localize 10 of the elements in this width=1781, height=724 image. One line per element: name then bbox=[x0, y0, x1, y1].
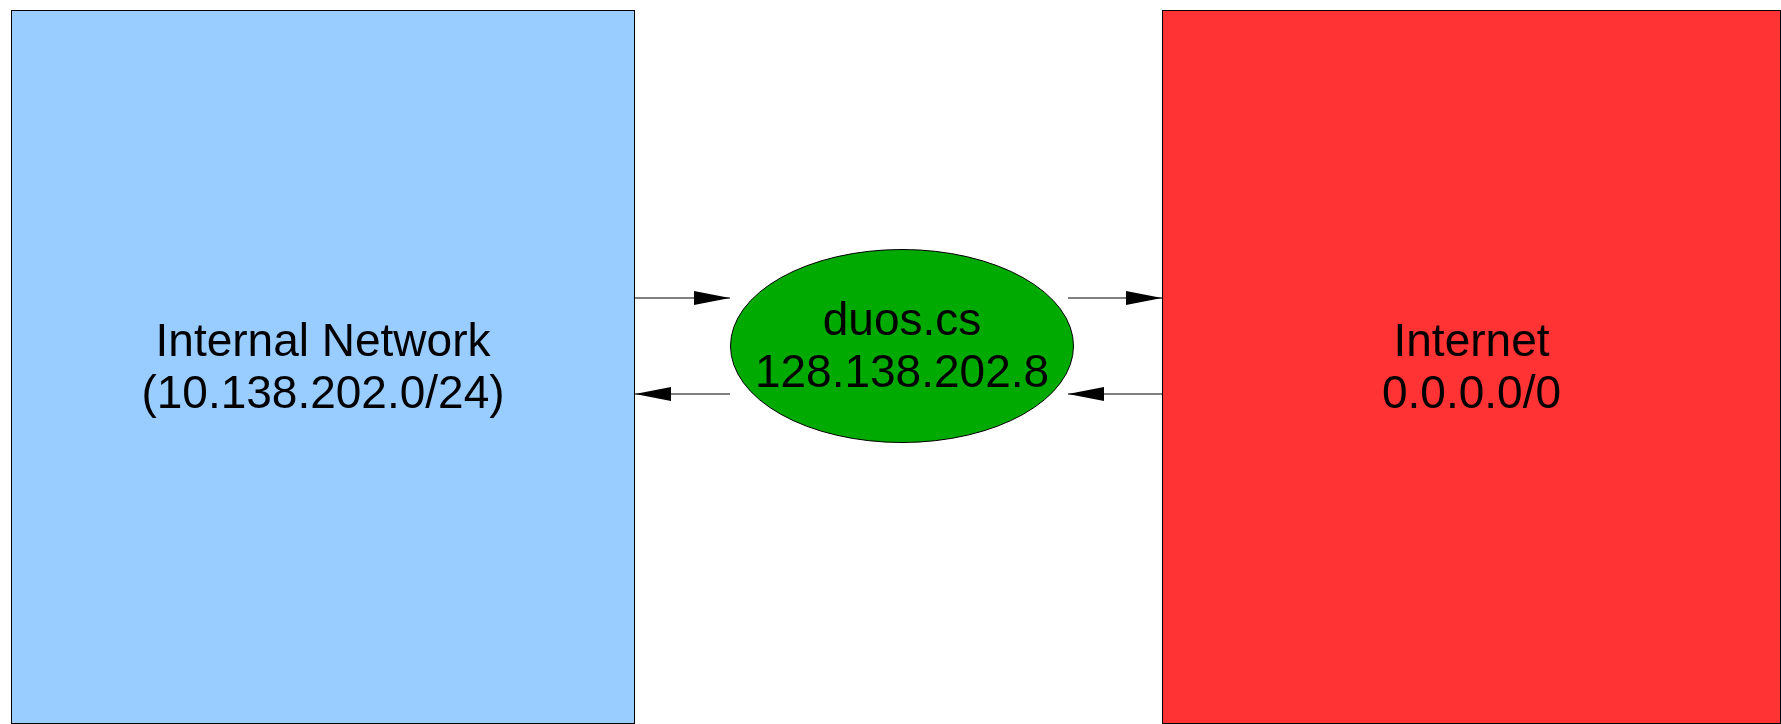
host-ellipse bbox=[730, 249, 1074, 443]
node-label: duos.cs 128.138.202.8 bbox=[753, 294, 1051, 398]
network-box bbox=[1162, 10, 1781, 724]
node-label: Internal Network (10.138.202.0/24) bbox=[140, 315, 506, 419]
network-box bbox=[11, 10, 635, 724]
arrow bbox=[1067, 291, 1163, 305]
arrow bbox=[634, 291, 731, 305]
arrow bbox=[634, 387, 731, 401]
arrow bbox=[1067, 387, 1163, 401]
node-label: Internet 0.0.0.0/0 bbox=[1380, 315, 1562, 419]
